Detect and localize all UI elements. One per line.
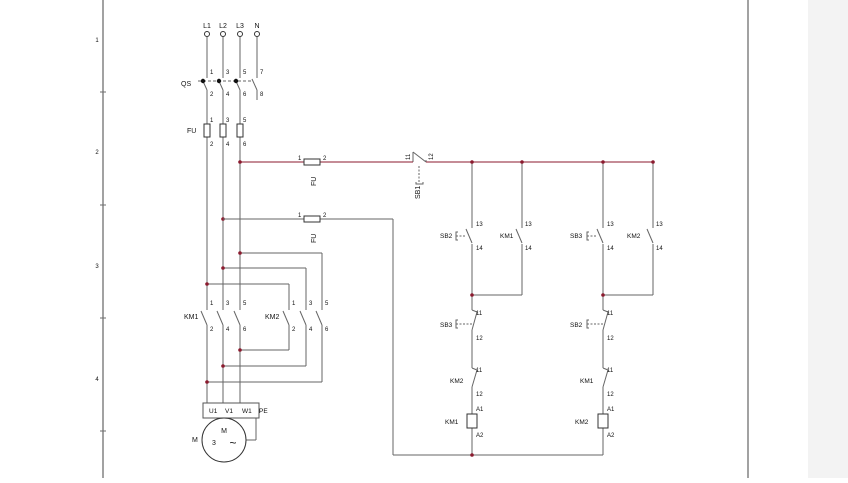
- km1-hold-pin-13: 13: [525, 222, 532, 228]
- phase-label-l3: L3: [236, 23, 244, 30]
- km1-nc-pin-12: 12: [607, 392, 614, 398]
- qs-pin-1: 1: [210, 70, 214, 76]
- power-fuses: [203, 123, 244, 138]
- km1-main-label: KM1: [184, 314, 199, 321]
- motor-terminal-box: [202, 402, 260, 419]
- km2-nc-pin-12: 12: [476, 392, 483, 398]
- sb2-interlock-label: SB2: [570, 322, 583, 329]
- km1-pin-6: 6: [243, 327, 247, 333]
- motor-symbol-m: M: [221, 428, 227, 435]
- motor-symbol: [201, 417, 247, 463]
- side-panel: [808, 0, 848, 478]
- sb3-pin-12: 12: [476, 336, 483, 342]
- motor-terminal-v1: V1: [225, 408, 233, 415]
- km2-coil-pin-a1: A1: [607, 407, 615, 413]
- supply-terminals: [204, 31, 260, 37]
- fu1-label: FU: [311, 177, 318, 186]
- sb1-pin-12: 12: [429, 153, 435, 160]
- motor-terminal-pe: PE: [259, 408, 268, 415]
- qs-operator-link: [198, 78, 252, 84]
- km2-interlock-label: KM2: [450, 378, 464, 385]
- control-fuses: [303, 158, 321, 223]
- sb2-pin-14: 14: [476, 246, 483, 252]
- fu-pin-3: 3: [226, 118, 230, 124]
- km2-coil-label: KM2: [575, 419, 589, 426]
- km2-coil: [597, 413, 609, 429]
- km1-hold-label: KM1: [500, 233, 514, 240]
- fu1-pin-2: 2: [323, 156, 327, 162]
- km1-pin-4: 4: [226, 327, 230, 333]
- km2-pin-5: 5: [325, 301, 329, 307]
- fu-pin-1: 1: [210, 118, 214, 124]
- fu2-pin-2: 2: [323, 213, 327, 219]
- fu1-pin-1: 1: [298, 156, 302, 162]
- fu-pin-4: 4: [226, 142, 230, 148]
- km2-pin-2: 2: [292, 327, 296, 333]
- sb2-pin-13: 13: [476, 222, 483, 228]
- sb3-start-pin-13: 13: [607, 222, 614, 228]
- ruler-label-4: 4: [95, 377, 99, 383]
- sb2-nc-pin-12: 12: [607, 336, 614, 342]
- motor-terminal-u1: U1: [209, 408, 218, 415]
- km2-pin-3: 3: [309, 301, 313, 307]
- fu-pin-6: 6: [243, 142, 247, 148]
- sb3-interlock-label: SB3: [440, 322, 453, 329]
- qs-pin-4: 4: [226, 92, 230, 98]
- fu-pin-5: 5: [243, 118, 247, 124]
- sb1-label: SB1: [415, 186, 422, 199]
- qs-pin-5: 5: [243, 70, 247, 76]
- km1-coil-label: KM1: [445, 419, 459, 426]
- km2-pin-4: 4: [309, 327, 313, 333]
- fu-power-label: FU: [187, 128, 196, 135]
- ruler-label-3: 3: [95, 264, 99, 270]
- km2-hold-pin-14: 14: [656, 246, 663, 252]
- sb2-nc-pin-11: 11: [607, 311, 614, 317]
- sb3-start-pin-14: 14: [607, 246, 614, 252]
- qs-pin-2: 2: [210, 92, 214, 98]
- km2-pin-1: 1: [292, 301, 296, 307]
- km2-pin-6: 6: [325, 327, 329, 333]
- sb3-start-label: SB3: [570, 233, 583, 240]
- sb3-pin-11: 11: [476, 311, 483, 317]
- control-junctions: [470, 160, 655, 457]
- km2-nc-pin-11: 11: [476, 368, 483, 374]
- km1-pin-1: 1: [210, 301, 214, 307]
- km1-pin-5: 5: [243, 301, 247, 307]
- km2-hold-label: KM2: [627, 233, 641, 240]
- fu-pin-2: 2: [210, 142, 214, 148]
- fu2-label: FU: [311, 234, 318, 243]
- km1-coil: [466, 413, 478, 429]
- km2-hold-pin-13: 13: [656, 222, 663, 228]
- motor-ac-wave: ~: [229, 436, 236, 450]
- control-wiring: [223, 151, 654, 456]
- qs-pin-7: 7: [260, 70, 264, 76]
- qs-pin-3: 3: [226, 70, 230, 76]
- motor-label: M: [192, 437, 198, 444]
- sheet-ruler: [100, 91, 106, 432]
- motor-phase-count: 3: [212, 440, 216, 447]
- sb1-pin-11: 11: [406, 153, 412, 160]
- fu2-pin-1: 1: [298, 213, 302, 219]
- km1-nc-pin-11: 11: [607, 368, 614, 374]
- qs-label: QS: [181, 81, 191, 88]
- km2-coil-pin-a2: A2: [607, 433, 615, 439]
- km2-main-label: KM2: [265, 314, 280, 321]
- km1-interlock-label: KM1: [580, 378, 594, 385]
- km1-coil-pin-a1: A1: [476, 407, 484, 413]
- motor-terminal-w1: W1: [242, 408, 252, 415]
- km1-pin-3: 3: [226, 301, 230, 307]
- phase-label-l1: L1: [203, 23, 211, 30]
- phase-label-l2: L2: [219, 23, 227, 30]
- km1-coil-pin-a2: A2: [476, 433, 484, 439]
- km1-pin-2: 2: [210, 327, 214, 333]
- qs-pin-6: 6: [243, 92, 247, 98]
- phase-label-n: N: [254, 23, 259, 30]
- km1-hold-pin-14: 14: [525, 246, 532, 252]
- sb2-start-label: SB2: [440, 233, 453, 240]
- qs-pin-8: 8: [260, 92, 264, 98]
- ruler-label-2: 2: [95, 150, 99, 156]
- ruler-label-1: 1: [95, 38, 99, 44]
